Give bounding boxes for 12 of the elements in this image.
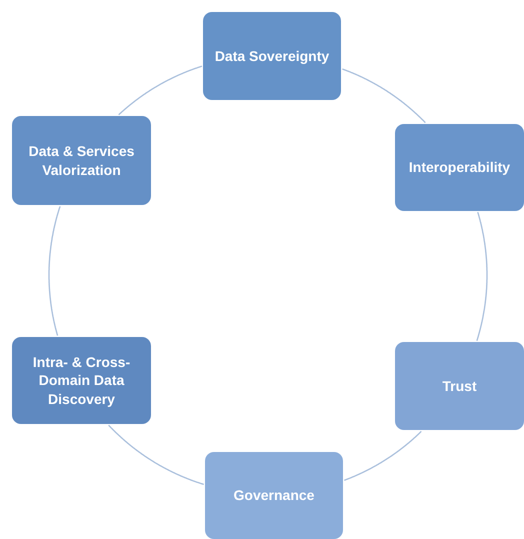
connector-arc: [108, 424, 204, 486]
process-box: Intra- & Cross-Domain Data Discovery: [12, 337, 151, 424]
connector-arc: [344, 430, 422, 481]
connector-arc: [48, 206, 61, 336]
process-box: Data & Services Valorization: [12, 116, 151, 205]
process-box: Data Sovereignty: [203, 12, 341, 100]
process-box: Trust: [395, 342, 524, 430]
connector-arc: [476, 212, 488, 341]
connector-arc: [118, 66, 202, 116]
process-box: Governance: [205, 452, 343, 539]
connector-arc: [342, 68, 426, 124]
process-box: Interoperability: [395, 124, 524, 211]
